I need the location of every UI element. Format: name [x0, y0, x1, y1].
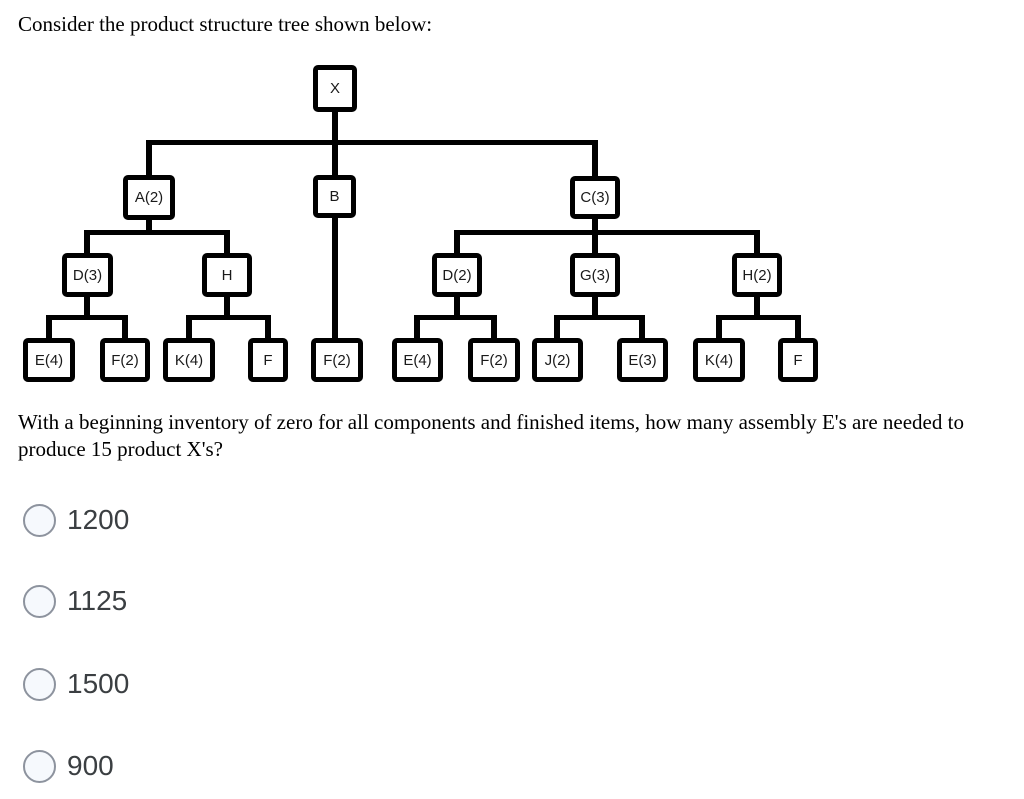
tree-connector-line	[454, 230, 460, 256]
tree-node-label: D(3)	[72, 266, 103, 284]
tree-node-label: F	[263, 351, 273, 369]
tree-node-E3: E(3)	[617, 338, 668, 382]
answer-option-label[interactable]: 1200	[67, 504, 130, 535]
tree-connector-line	[46, 315, 128, 320]
tree-connector-line	[332, 214, 338, 341]
answer-option-row[interactable]: 1500	[23, 667, 129, 701]
tree-node-F3: F(2)	[468, 338, 520, 382]
tree-node-label: E(4)	[403, 351, 432, 369]
tree-node-label: F	[793, 351, 803, 369]
tree-node-E2: E(4)	[392, 338, 443, 382]
radio-button-icon[interactable]	[23, 503, 56, 537]
tree-connector-line	[554, 315, 645, 320]
tree-connector-line	[639, 315, 645, 341]
answer-option-row[interactable]: 900	[23, 749, 114, 783]
tree-node-K1: K(4)	[163, 338, 215, 382]
tree-node-label: A(2)	[134, 189, 164, 206]
tree-connector-line	[592, 215, 598, 235]
tree-node-A: A(2)	[123, 175, 175, 220]
tree-connector-line	[554, 315, 560, 341]
tree-connector-line	[224, 230, 230, 256]
tree-connector-line	[146, 140, 152, 178]
tree-connector-line	[414, 315, 497, 320]
tree-node-label: C(3)	[580, 189, 610, 206]
tree-node-H2: H(2)	[732, 253, 782, 297]
tree-connector-line	[122, 315, 128, 341]
page-title: Consider the product structure tree show…	[18, 12, 433, 36]
tree-node-label: F(2)	[480, 351, 508, 369]
answer-option-row[interactable]: 1200	[23, 503, 129, 537]
tree-node-D2: D(2)	[432, 253, 482, 297]
answer-option-row[interactable]: 1125	[23, 584, 127, 618]
tree-connector-line	[716, 315, 722, 341]
tree-connector-line	[414, 315, 420, 341]
radio-button-icon[interactable]	[23, 584, 56, 618]
tree-connector-line	[592, 140, 598, 179]
tree-connector-line	[186, 315, 192, 341]
tree-node-label: B	[329, 188, 340, 205]
tree-connector-line	[491, 315, 497, 341]
tree-connector-line	[84, 230, 230, 235]
tree-node-FB: F(2)	[311, 338, 363, 382]
question-text: With a beginning inventory of zero for a…	[18, 410, 964, 462]
tree-connector-line	[592, 293, 598, 318]
tree-node-label: X	[329, 80, 340, 97]
tree-connector-line	[592, 230, 598, 256]
tree-node-C: C(3)	[570, 176, 620, 219]
tree-node-B: B	[313, 175, 356, 218]
tree-node-F1: F(2)	[100, 338, 150, 382]
tree-connector-line	[84, 230, 90, 256]
tree-node-E1: E(4)	[23, 338, 75, 382]
tree-connector-line	[454, 230, 760, 235]
tree-node-X: X	[313, 65, 357, 112]
tree-connector-line	[716, 315, 801, 320]
answer-option-label[interactable]: 1125	[67, 585, 128, 616]
tree-node-label: J(2)	[544, 351, 571, 369]
tree-node-F2: F	[248, 338, 288, 382]
tree-node-label: F(2)	[111, 351, 139, 369]
tree-node-label: G(3)	[580, 266, 610, 284]
tree-node-F4: F	[778, 338, 818, 382]
tree-connector-line	[146, 216, 152, 235]
tree-connector-line	[84, 293, 90, 318]
answer-option-label[interactable]: 1500	[67, 668, 130, 699]
tree-node-J1: J(2)	[532, 338, 583, 382]
tree-node-label: F(2)	[323, 351, 351, 369]
tree-node-H1: H	[202, 253, 252, 297]
tree-connector-line	[146, 140, 598, 145]
tree-node-label: H(2)	[742, 266, 772, 284]
tree-node-K2: K(4)	[693, 338, 745, 382]
tree-node-label: H	[221, 266, 233, 284]
tree-node-G1: G(3)	[570, 253, 620, 297]
tree-connector-line	[265, 315, 271, 341]
answer-option-label[interactable]: 900	[67, 750, 114, 781]
tree-connector-line	[754, 230, 760, 256]
tree-connector-line	[754, 293, 760, 318]
tree-node-label: K(4)	[174, 351, 204, 369]
tree-node-D1: D(3)	[62, 253, 113, 297]
tree-connector-line	[795, 315, 801, 341]
tree-connector-line	[224, 293, 230, 318]
tree-node-label: D(2)	[442, 266, 472, 284]
tree-connector-line	[186, 315, 271, 320]
tree-connector-line	[454, 293, 460, 318]
tree-connector-line	[46, 315, 52, 341]
radio-button-icon[interactable]	[23, 749, 56, 783]
tree-node-label: E(4)	[34, 351, 64, 369]
radio-button-icon[interactable]	[23, 667, 56, 701]
tree-node-label: E(3)	[628, 351, 657, 369]
tree-node-label: K(4)	[704, 351, 734, 369]
